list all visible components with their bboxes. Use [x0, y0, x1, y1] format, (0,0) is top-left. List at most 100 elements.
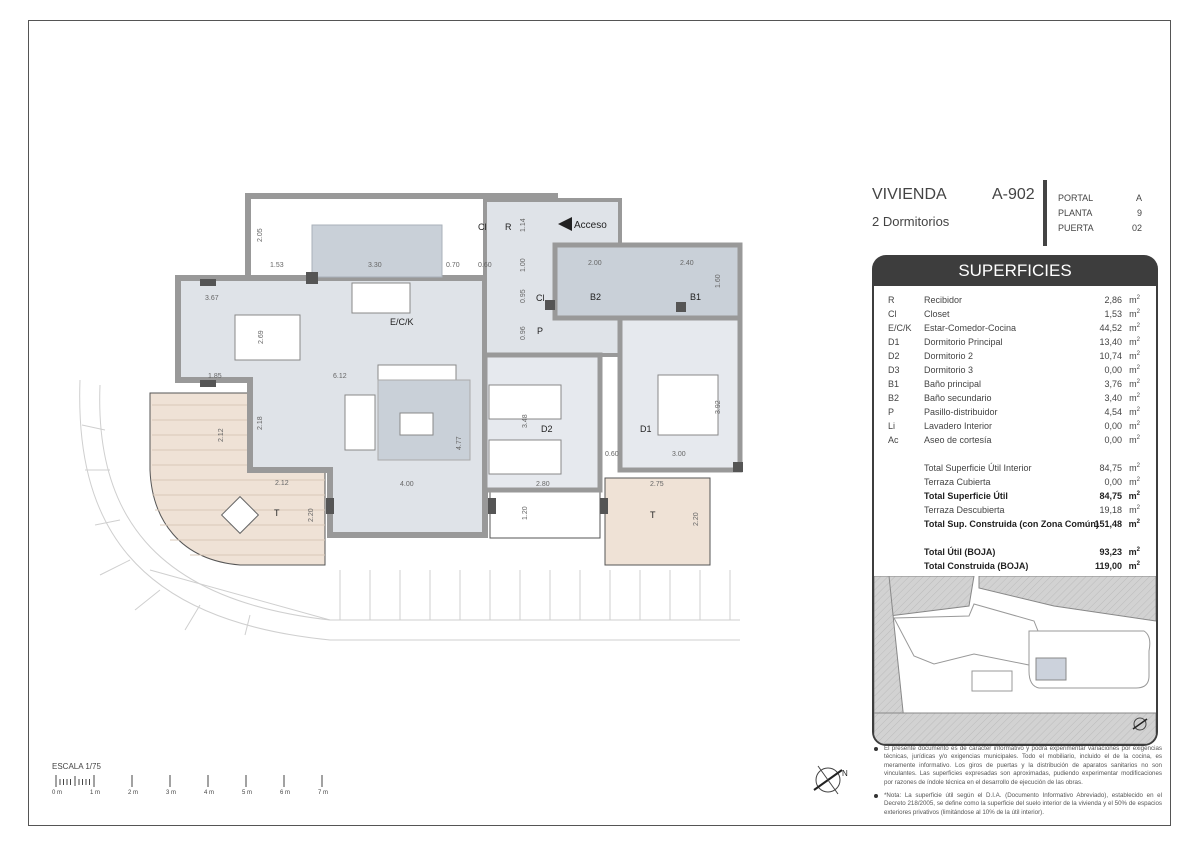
dim: 1.60	[715, 274, 722, 288]
room-area: 2,86	[1104, 295, 1122, 305]
area-unit: m2	[1129, 435, 1140, 445]
dim: 4.77	[456, 436, 463, 450]
scale-tick-label: 0 m	[52, 790, 63, 796]
room-name: Pasillo-distribuidor	[924, 407, 998, 417]
room-code: D2	[888, 351, 900, 361]
room-name: Estar-Comedor-Cocina	[924, 323, 1017, 333]
dim: 2.05	[257, 228, 264, 242]
room-label-b2: B2	[590, 292, 601, 302]
dim: 2.80	[536, 481, 550, 488]
dim: 3.48	[522, 414, 529, 428]
scale-tick-label: 5 m	[242, 790, 253, 796]
dim: 2.12	[218, 428, 225, 442]
dim: 1.53	[270, 262, 284, 269]
room-area: 0,00	[1104, 365, 1122, 375]
room-area: 93,23	[1099, 547, 1122, 557]
dim: 0.60	[605, 451, 619, 458]
room-name: Total Sup. Construida (con Zona Común)	[924, 519, 1099, 529]
area-unit: m2	[1129, 337, 1140, 347]
room-code: Ac	[888, 435, 899, 445]
scale-tick-label: 2 m	[128, 790, 139, 796]
surface-row: D3 Dormitorio 3 0,00 m2	[888, 365, 1140, 378]
room-area: 44,52	[1099, 323, 1122, 333]
room-area: 3,76	[1104, 379, 1122, 389]
room-area: 19,18	[1099, 505, 1122, 515]
room-area: 0,00	[1104, 435, 1122, 445]
surface-row: Total Sup. Construida (con Zona Común)15…	[888, 519, 1140, 532]
dim: 1.00	[520, 258, 527, 272]
area-unit: m2	[1129, 463, 1140, 473]
coffee-table	[399, 412, 434, 436]
dim: 0.70	[446, 262, 460, 269]
access-arrow-icon	[558, 217, 572, 231]
portal-label: PORTAL	[1058, 193, 1094, 203]
dim: 3.92	[715, 400, 722, 414]
puerta-value: 02	[1131, 223, 1142, 233]
room-area: 10,74	[1099, 351, 1122, 361]
north-label: N	[842, 769, 848, 778]
planta-label: PLANTA	[1058, 208, 1093, 218]
room-name: Total Útil (BOJA)	[924, 547, 996, 557]
puerta-label: PUERTA	[1058, 223, 1094, 233]
room-label-t1: T	[274, 508, 280, 518]
room-area: 119,00	[1094, 561, 1122, 571]
area-unit: m2	[1129, 295, 1140, 305]
terrace-table	[220, 495, 260, 535]
scale-tick-label: 7 m	[318, 790, 329, 796]
area-unit: m2	[1129, 407, 1140, 417]
scale-tick-label: 3 m	[166, 790, 177, 796]
note-disclaimer: El presente documento es de carácter inf…	[874, 745, 1162, 786]
scale-label: ESCALA 1/75	[52, 762, 101, 771]
kitchen-island	[351, 282, 411, 314]
area-unit: m2	[1129, 365, 1140, 375]
room-name: Dormitorio 3	[924, 365, 974, 375]
area-unit: m2	[1128, 561, 1140, 571]
area-unit: m2	[1129, 421, 1140, 431]
dim: 0.95	[520, 289, 527, 303]
portal-row: PORTAL A	[1058, 193, 1142, 203]
room-name: Closet	[924, 309, 950, 319]
dim: 2.12	[275, 480, 289, 487]
room-area: 151,48	[1094, 519, 1122, 529]
surfaces-title: SUPERFICIES	[872, 255, 1158, 286]
room-name: Baño secundario	[924, 393, 992, 403]
page-frame	[28, 20, 1171, 826]
room-code: D3	[888, 365, 900, 375]
room-name: Total Superficie Útil Interior	[924, 463, 1032, 473]
floor-plan: Acceso E/C/K Cl R Cl B2 B1 P D1 D2 T T 2…	[79, 193, 848, 795]
unit-bedrooms: 2 Dormitorios	[872, 214, 950, 229]
site-plan-drawing	[874, 576, 1156, 744]
planta-value: 9	[1136, 208, 1142, 218]
room-area: 3,40	[1104, 393, 1122, 403]
room-name: Recibidor	[924, 295, 963, 305]
room-label-d2: D2	[541, 424, 553, 434]
puerta-row: PUERTA 02	[1058, 223, 1142, 233]
dim: 2.20	[693, 512, 700, 526]
room-area: 84,75	[1099, 491, 1122, 501]
dim: 6.12	[333, 373, 347, 380]
access-label: Acceso	[574, 220, 607, 231]
room-area: 0,00	[1104, 421, 1122, 431]
dim: 2.20	[308, 508, 315, 522]
armchair	[344, 394, 376, 451]
area-unit: m2	[1129, 309, 1140, 319]
area-unit: m2	[1129, 477, 1140, 487]
room-name: Dormitorio Principal	[924, 337, 1003, 347]
site-plan	[872, 576, 1158, 746]
unit-type: VIVIENDA	[872, 186, 947, 203]
portal-value: A	[1135, 193, 1142, 203]
bathrooms	[552, 242, 743, 321]
balcony-d2	[489, 489, 601, 539]
dim: 0.60	[478, 262, 492, 269]
dim: 2.69	[258, 330, 265, 344]
